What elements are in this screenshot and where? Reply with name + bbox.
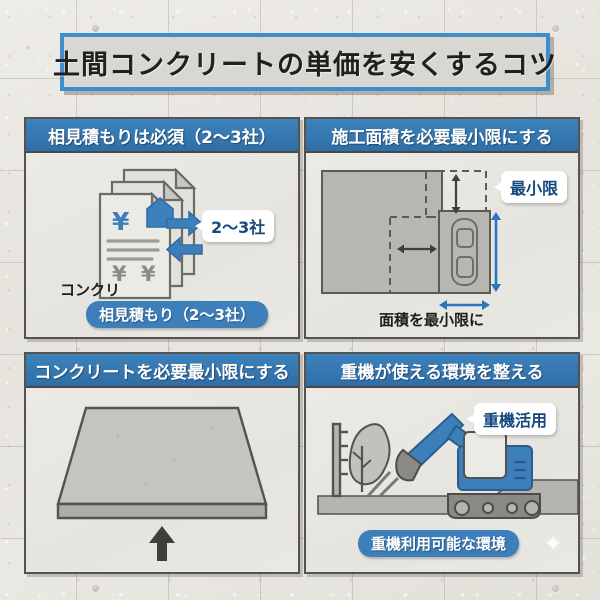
panel-body: 最小限 面積を最小限に bbox=[306, 153, 578, 337]
panel-header: コンクリートを必要最小限にする bbox=[26, 354, 298, 388]
debris-icon bbox=[366, 470, 400, 498]
svg-text:¥: ¥ bbox=[112, 262, 127, 286]
concrete-slab-icon bbox=[56, 406, 268, 561]
panel-header-text: コンクリートを必要最小限にする bbox=[34, 362, 290, 383]
caption-pill-juki: 重機利用可能な環境 bbox=[358, 530, 520, 557]
excavator-scene-icon bbox=[317, 412, 578, 519]
exchange-arrows-icon bbox=[165, 210, 204, 263]
up-arrow-icon bbox=[149, 526, 175, 561]
panel-body: 重機活用 重機利用可能な環境 ✦ bbox=[306, 388, 578, 572]
sparkle-icon: ✦ bbox=[544, 532, 563, 557]
callout-saishougen: 最小限 bbox=[493, 171, 568, 203]
rivet-dot bbox=[92, 585, 99, 592]
fence-icon bbox=[331, 422, 348, 498]
caption-pill-soumitsumori: 相見積もり（2〜3社） bbox=[86, 301, 268, 328]
panel-header-text: 重機が使える環境を整える bbox=[340, 362, 544, 383]
page-title-text: 土間コンクリートの単価を安くするコツ bbox=[53, 49, 557, 81]
document-stack-icon: ¥ ¥ ¥ bbox=[98, 167, 204, 300]
panel-header: 重機が使える環境を整える bbox=[306, 354, 578, 388]
excavator-icon bbox=[395, 412, 541, 519]
rivet-dot bbox=[92, 25, 99, 32]
caption-menseki: 面積を最小限に bbox=[379, 311, 485, 329]
rivet-dot bbox=[552, 585, 559, 592]
panel-heavy-machinery: 重機が使える環境を整える bbox=[304, 352, 580, 574]
panel-header: 施工面積を必要最小限にする bbox=[306, 119, 578, 153]
note-konkuri: コンクリ bbox=[60, 281, 121, 299]
rivet-dot bbox=[552, 25, 559, 32]
panel-soumitsumori: 相見積もりは必須（2〜3社） ¥ ¥ ¥ bbox=[24, 117, 300, 339]
panel-menseki: 施工面積を必要最小限にする bbox=[304, 117, 580, 339]
site-plan-icon bbox=[321, 170, 501, 310]
car-top-view-icon bbox=[451, 218, 478, 286]
panel-header: 相見積もりは必須（2〜3社） bbox=[26, 119, 298, 153]
panel-concrete-minimum: コンクリートを必要最小限にする bbox=[24, 352, 300, 574]
page-title: 土間コンクリートの単価を安くするコツ bbox=[53, 33, 556, 91]
panel-body: ¥ ¥ ¥ 2〜3社 コンクリ 相見積もり（2〜3社） bbox=[26, 153, 298, 337]
panel-header-text: 相見積もりは必須（2〜3社） bbox=[48, 127, 276, 148]
yen-icon: ¥ bbox=[112, 207, 130, 236]
panel-header-text: 施工面積を必要最小限にする bbox=[331, 127, 553, 148]
tree-icon bbox=[348, 423, 391, 492]
dimension-arrow-blue-icon bbox=[439, 212, 501, 310]
dimension-arrow-icon bbox=[397, 174, 461, 254]
callout-2-3-companies: 2〜3社 bbox=[194, 210, 275, 242]
svg-text:¥: ¥ bbox=[141, 262, 156, 286]
panel-body bbox=[26, 388, 298, 572]
callout-juki-katsuyou: 重機活用 bbox=[466, 403, 557, 435]
